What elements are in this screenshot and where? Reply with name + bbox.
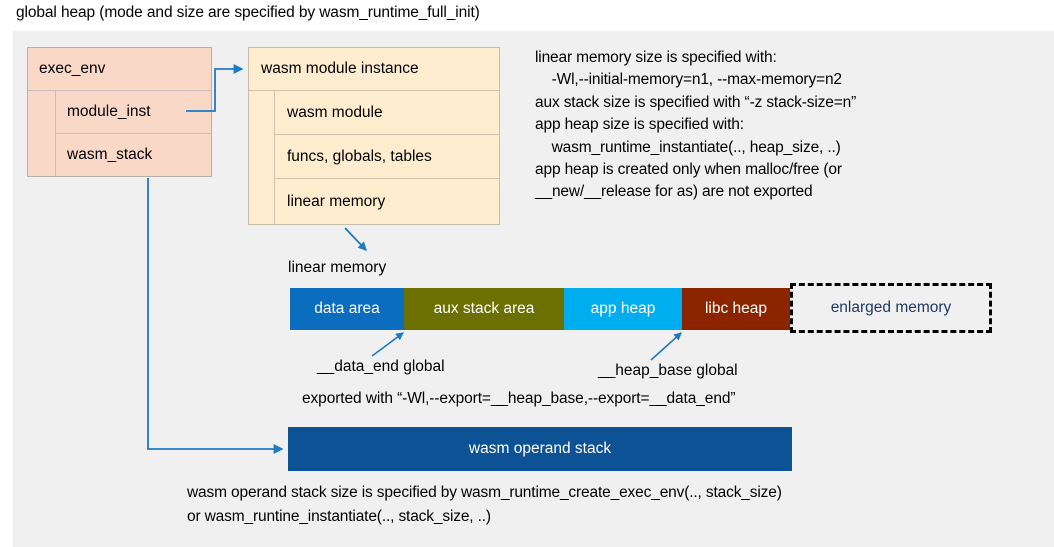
page-title: global heap (mode and size are specified… — [16, 4, 480, 21]
wmi-row-wasm-module: wasm module — [275, 91, 499, 135]
linear-memory-caption: linear memory — [288, 259, 387, 276]
wmi-row-linear-memory: linear memory — [287, 192, 386, 210]
wasm-module-instance-indent-column — [249, 91, 275, 224]
wmi-row-funcs-globals-tables: funcs, globals, tables — [275, 135, 499, 179]
memory-segment-libc-heap: libc heap — [682, 288, 790, 330]
annotation-exported-with: exported with “-Wl,--export=__heap_base,… — [302, 390, 736, 407]
linear-memory-notes: linear memory size is specified with: -W… — [535, 49, 857, 201]
wasm-module-instance-header-label: wasm module instance — [249, 48, 499, 91]
exec-env-row-wasm-stack: wasm_stack — [67, 146, 153, 163]
wasm-operand-stack-box: wasm operand stack — [288, 427, 792, 471]
memory-segment-data-area: data area — [290, 288, 404, 330]
exec-env-indent-column — [28, 91, 56, 176]
exec-env-header-label: exec_env — [28, 48, 211, 91]
memory-segment-aux-stack-area: aux stack area — [404, 288, 564, 330]
operand-stack-notes: wasm operand stack size is specified by … — [187, 484, 782, 525]
wasm-module-instance-box: wasm module instance wasm module funcs, … — [248, 47, 500, 225]
annotation-heap-base-global: __heap_base global — [598, 362, 738, 379]
memory-segment-app-heap: app heap — [564, 288, 682, 330]
exec-env-row-module-inst: module_inst — [56, 91, 211, 134]
memory-segment-enlarged-memory: enlarged memory — [790, 283, 992, 333]
annotation-data-end-global: __data_end global — [317, 358, 445, 375]
exec-env-box: exec_env module_inst wasm_stack — [27, 47, 212, 177]
